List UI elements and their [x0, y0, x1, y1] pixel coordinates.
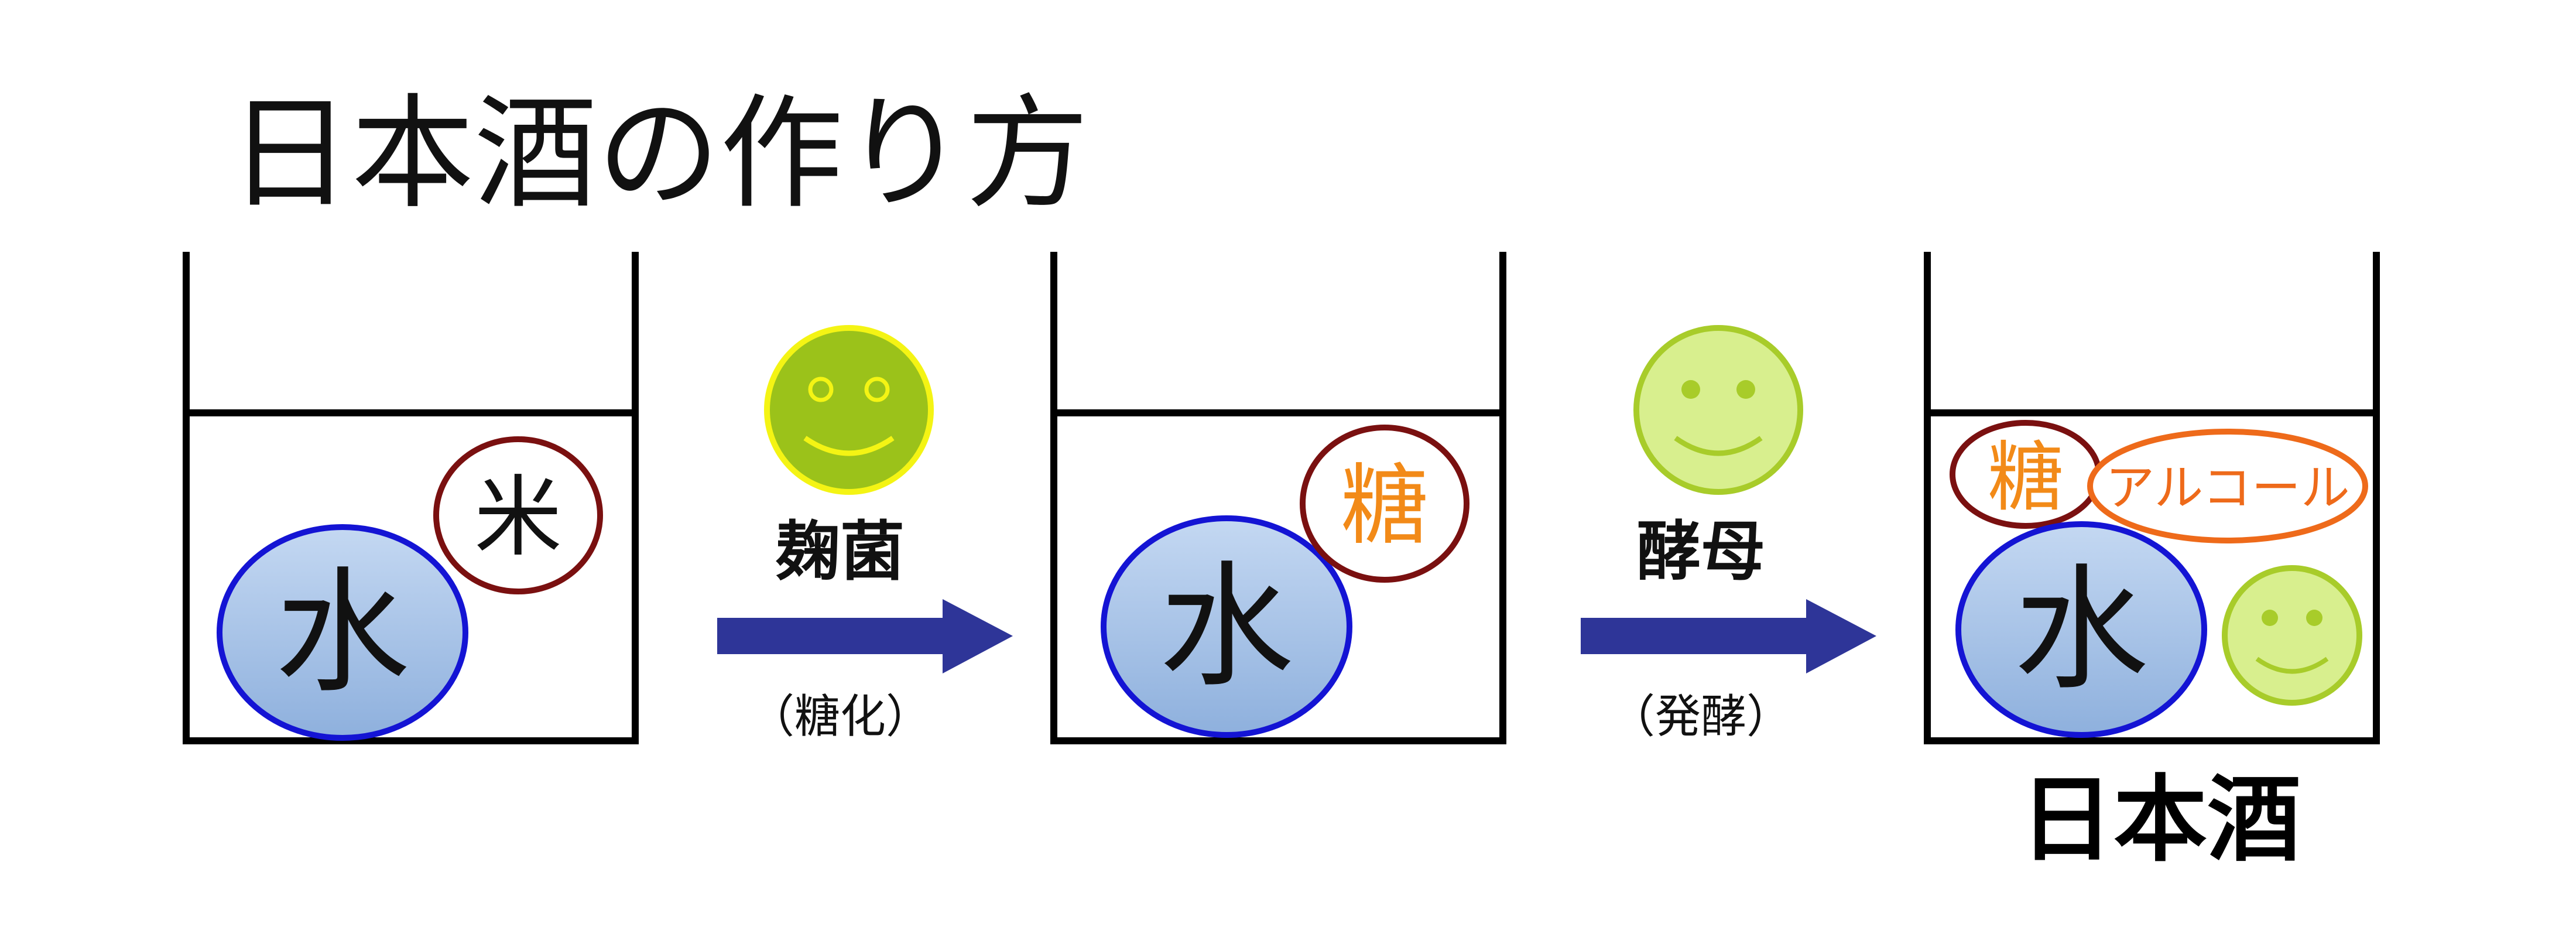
beaker-outline [183, 252, 639, 744]
rice-circle [433, 436, 603, 594]
yeast-label: 酵母 [1636, 514, 1765, 589]
sugar-label: 糖 [1341, 455, 1429, 557]
koji-smiley-icon [764, 325, 934, 495]
koji-label: 麹菌 [776, 514, 905, 589]
sake-caption: 日本酒 [2020, 765, 2301, 874]
rice-label: 米 [474, 467, 562, 569]
water-circle [217, 524, 468, 741]
water-label: 水 [2014, 552, 2149, 709]
water-label: 水 [275, 555, 410, 712]
alcohol-label: アルコール [2105, 459, 2349, 517]
water-circle [1955, 521, 2207, 738]
beaker-1: 水 米 [183, 252, 639, 744]
yeast-smiley-icon [1633, 325, 1803, 495]
water-label: 水 [1159, 549, 1294, 706]
beaker-2: 水 糖 [1050, 252, 1506, 744]
sugar-label: 糖 [1988, 433, 2064, 522]
arrow-right-icon [1581, 599, 1876, 673]
page-title: 日本酒の作り方 [228, 82, 1089, 225]
beaker-outline [1050, 252, 1506, 744]
beaker-outline [1924, 252, 2380, 744]
saccharification-label: （糖化） [749, 690, 931, 743]
water-circle [1101, 515, 1352, 738]
arrow-right-icon [717, 599, 1013, 673]
alcohol-oval [2087, 429, 2368, 543]
beaker-3: 糖 アルコール 水 [1924, 252, 2380, 744]
fermentation-label: （発酵） [1609, 690, 1792, 743]
yeast-smiley-icon [2222, 565, 2362, 706]
sugar-circle [1300, 425, 1469, 583]
